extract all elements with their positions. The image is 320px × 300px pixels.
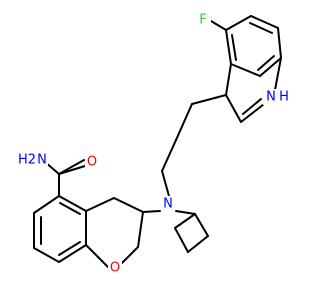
indole-n-label: N — [266, 90, 276, 105]
bond — [242, 98, 262, 115]
bond — [191, 94, 227, 105]
amide-nitrogen-label: N — [37, 153, 47, 168]
fluorine-atom: F — [197, 12, 211, 28]
amide-nitrogen-atom: H2 N — [18, 152, 48, 168]
bond — [225, 63, 232, 96]
bond — [174, 213, 196, 229]
bond — [210, 20, 227, 31]
bond — [85, 244, 109, 268]
ether-oxygen-label: O — [110, 261, 120, 276]
bond — [58, 159, 85, 175]
bond — [85, 197, 115, 212]
bond — [187, 235, 209, 253]
bond — [257, 55, 275, 71]
bond — [249, 22, 273, 34]
bond — [161, 170, 170, 197]
bond — [274, 57, 282, 91]
amide-h2-label: H2 — [18, 153, 36, 168]
bond — [231, 34, 237, 61]
bond — [161, 139, 177, 172]
bond — [250, 15, 279, 29]
amine-nitrogen-label: N — [163, 197, 173, 212]
bond — [33, 247, 60, 263]
bond — [113, 197, 144, 213]
bond — [225, 94, 242, 123]
amide-oxygen-label: O — [87, 155, 97, 170]
fluorine-label: F — [199, 13, 206, 28]
indole-nh-atom: N H — [263, 89, 291, 105]
bond — [194, 213, 209, 237]
bond — [175, 210, 196, 215]
molecule-structure: F N H O H2 N N O — [17, 12, 291, 276]
atom-labels: F N H O H2 N N O — [18, 12, 291, 276]
bond — [225, 15, 252, 31]
molecule-canvas: F N H O H2 N N O — [17, 12, 291, 276]
ether-oxygen-atom: O — [108, 260, 122, 276]
bond — [58, 241, 81, 256]
bond — [59, 202, 81, 215]
indole-h-label: H — [279, 90, 289, 105]
amine-nitrogen-atom: N — [161, 196, 175, 212]
bond — [58, 244, 87, 263]
bond — [58, 195, 87, 212]
bond — [175, 103, 193, 141]
bond — [121, 246, 139, 264]
bond — [174, 227, 189, 253]
bond — [225, 29, 232, 65]
bond — [142, 210, 161, 213]
bond — [33, 195, 60, 214]
bond — [230, 63, 261, 77]
bonds — [33, 15, 282, 268]
amide-oxygen-atom: O — [85, 154, 99, 170]
bond — [277, 27, 282, 59]
bond — [137, 211, 144, 248]
bond — [259, 57, 282, 77]
